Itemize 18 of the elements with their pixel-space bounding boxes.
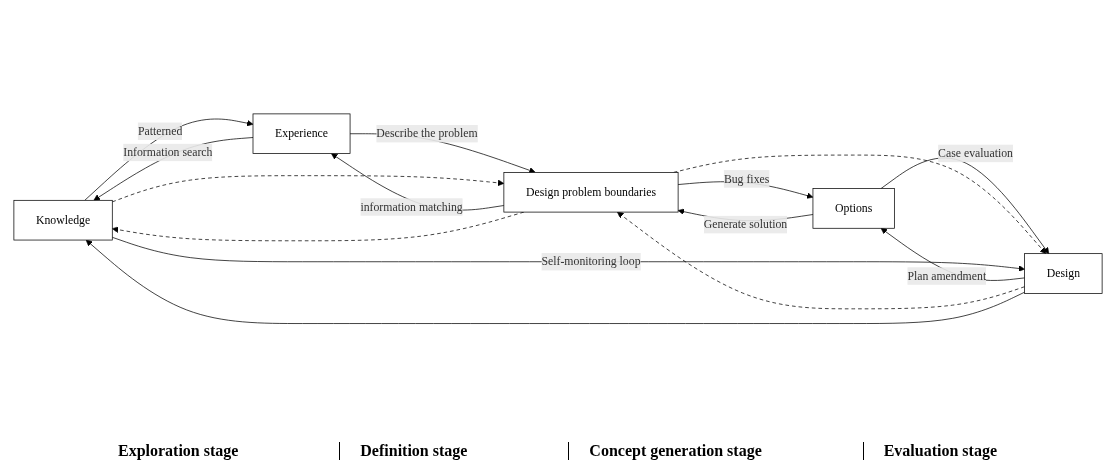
stage-label: Definition stage [339, 442, 488, 460]
node-box: Design problem boundaries [503, 172, 678, 213]
node-box: Experience [252, 113, 350, 155]
stage-label: Exploration stage [116, 442, 240, 460]
node-box: Knowledge [13, 200, 113, 241]
edge-label: Generate solution [703, 218, 787, 231]
stage-label: Concept generation stage [568, 442, 782, 460]
edge-label: Describe the problem [375, 127, 478, 140]
node-box: Design [1023, 253, 1102, 295]
node-box: Options [812, 188, 895, 229]
edge-label: Case evaluation [937, 147, 1013, 160]
edge-label: Patterned [137, 124, 182, 138]
edge-label: Information search [122, 146, 212, 159]
edge-label: information matching [359, 200, 463, 214]
stage-label: Evaluation stage [862, 442, 1017, 460]
edge-label: Self-monitoring loop [540, 255, 641, 268]
edge-label: Bug fixes [723, 172, 769, 186]
edge-label: Plan amendment [906, 269, 986, 283]
